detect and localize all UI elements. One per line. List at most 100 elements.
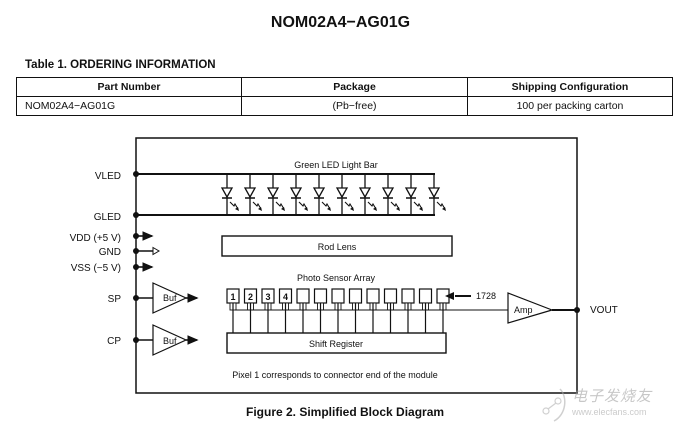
figure-caption-text: Figure 2. Simplified Block Diagram (246, 405, 445, 419)
sensor-cell-box (348, 288, 363, 304)
sensor-cell: 2 (243, 288, 258, 333)
pixel-note: Pixel 1 corresponds to connector end of … (232, 370, 438, 380)
pin-label-gled: GLED (94, 212, 121, 223)
sensor-cell (313, 288, 328, 333)
sensor-cell-label: 2 (248, 292, 253, 302)
light-ray (413, 201, 423, 210)
led-icon (289, 174, 308, 215)
led-icon (266, 174, 285, 215)
amplifier (507, 292, 554, 324)
watermark-logo-icon (542, 388, 566, 422)
table-title: Table 1. ORDERING INFORMATION (25, 59, 216, 71)
light-ray (390, 201, 400, 210)
sp-buffer-label: Buf (163, 293, 177, 303)
light-ray-arrowhead (327, 207, 331, 211)
sensor-cell: 4 (278, 288, 293, 333)
light-ray (229, 201, 239, 210)
led-array (220, 174, 446, 215)
sensor-cell-box (418, 288, 433, 304)
light-ray-arrowhead (350, 207, 354, 211)
led-icon (358, 174, 377, 215)
diode-symbol (220, 187, 234, 199)
diode-symbol (243, 187, 257, 199)
pin-label-sp: SP (108, 294, 122, 305)
cell-part-number: NOM02A4−AG01G (16, 96, 242, 116)
light-ray (367, 201, 377, 210)
pin-label-vdd: VDD (+5 V) (70, 233, 121, 244)
table-row: NOM02A4−AG01G (Pb−free) 100 per packing … (16, 96, 673, 116)
diode-symbol (312, 187, 326, 199)
led-icon (381, 174, 400, 215)
led-icon (404, 174, 423, 215)
watermark-text: 电子发烧友 (572, 388, 653, 405)
rod-lens (221, 235, 453, 257)
module-outline (135, 137, 578, 394)
diode-symbol (381, 187, 395, 199)
document-title: NOM02A4−AG01G (270, 14, 411, 31)
pixel-1728-label: 1728 (476, 291, 496, 301)
led-icon (220, 174, 239, 215)
gled-node (133, 212, 139, 218)
sensor-cell-box (383, 288, 398, 304)
amplifier-label: Amp (514, 305, 533, 315)
sensor-cell-box (296, 288, 310, 304)
rod-lens-label: Rod Lens (318, 242, 357, 252)
pixel-1728-arrow-icon (445, 292, 454, 300)
diode-symbol (289, 187, 303, 199)
light-ray (275, 201, 285, 210)
sensor-cell (366, 288, 380, 333)
pin-label-vled: VLED (95, 171, 121, 182)
sensor-cell-label: 3 (265, 292, 270, 302)
cp-buffer-label: Buf (163, 336, 177, 346)
sensor-cell (383, 288, 398, 333)
vout-node (574, 307, 580, 313)
sp-buffer (152, 282, 188, 314)
sensor-cell-box (366, 288, 380, 304)
diode-symbol (335, 187, 349, 199)
light-ray-arrowhead (281, 207, 285, 211)
light-ray-arrowhead (373, 207, 377, 211)
cell-shipping: 100 per packing carton (467, 96, 673, 116)
sensor-cell-box (313, 288, 328, 304)
pin-label-vout: VOUT (590, 305, 618, 316)
sensor-cell-box (401, 288, 415, 304)
sensor-cell (348, 288, 363, 333)
led-icon (427, 174, 446, 215)
cp-buffer (152, 324, 188, 356)
watermark: 电子发烧友 www.elecfans.com (538, 385, 678, 430)
light-ray (298, 201, 308, 210)
ordering-table: Part Number Package Shipping Configurati… (16, 77, 673, 116)
sensor-cell: 3 (261, 288, 275, 333)
light-ray (321, 201, 331, 210)
led-icon (312, 174, 331, 215)
shift-register (226, 332, 447, 354)
vled-node (133, 171, 139, 177)
light-ray-arrowhead (235, 207, 239, 211)
watermark-url: www.elecfans.com (572, 407, 647, 417)
sensor-cell (418, 288, 433, 333)
led-bar-label: Green LED Light Bar (294, 160, 378, 170)
diode-symbol (427, 187, 441, 199)
sensor-cell-label: 4 (283, 292, 288, 302)
photo-sensor-array: 1 2 3 4 (226, 288, 450, 333)
light-ray-arrowhead (442, 207, 446, 211)
sensor-cell-box (331, 288, 345, 304)
sensor-cell (331, 288, 345, 333)
light-ray-arrowhead (419, 207, 423, 211)
sensor-cell (401, 288, 415, 333)
diode-symbol (404, 187, 418, 199)
pin-label-vss: VSS (−5 V) (71, 263, 121, 274)
light-ray-arrowhead (304, 207, 308, 211)
photo-sensor-label: Photo Sensor Array (297, 273, 376, 283)
led-icon (243, 174, 262, 215)
sensor-cell: 1 (226, 288, 240, 333)
light-ray (436, 201, 446, 210)
diode-symbol (266, 187, 280, 199)
sensor-cell (296, 288, 310, 333)
sensor-cell-label: 1 (230, 292, 235, 302)
shift-register-label: Shift Register (309, 339, 363, 349)
pin-label-cp: CP (107, 336, 121, 347)
pin-label-gnd: GND (99, 247, 121, 258)
cell-package: (Pb−free) (241, 96, 468, 116)
